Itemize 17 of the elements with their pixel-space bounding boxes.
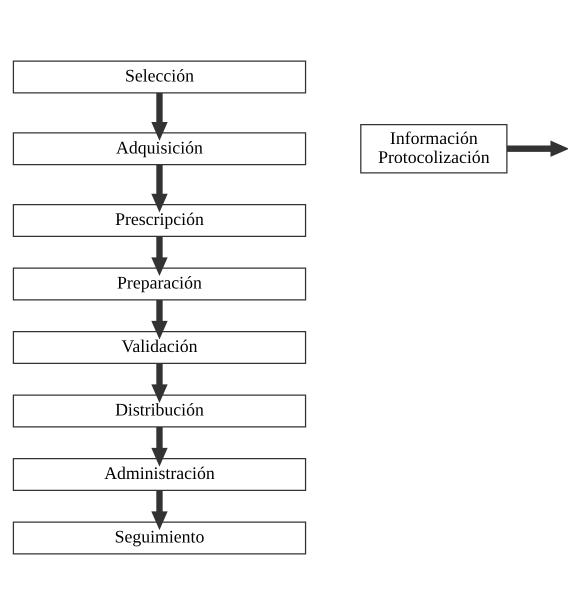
node-box: Adquisición bbox=[12, 132, 306, 165]
node-box: Distribución bbox=[12, 394, 306, 428]
node-box: Administración bbox=[12, 458, 306, 491]
node-box: Información Protocolización bbox=[360, 123, 508, 173]
node-box: Selección bbox=[12, 60, 306, 93]
node-box: Seguimiento bbox=[12, 521, 306, 554]
node-box: Prescripción bbox=[12, 203, 306, 236]
arrow bbox=[507, 140, 568, 156]
arrow bbox=[151, 92, 168, 140]
arrow bbox=[151, 490, 168, 530]
arrow bbox=[151, 426, 168, 466]
node-box: Preparación bbox=[12, 267, 306, 300]
arrow bbox=[151, 300, 168, 340]
arrow bbox=[151, 236, 168, 276]
arrow bbox=[151, 363, 168, 403]
arrow bbox=[151, 164, 168, 212]
node-box: Validación bbox=[12, 330, 306, 364]
